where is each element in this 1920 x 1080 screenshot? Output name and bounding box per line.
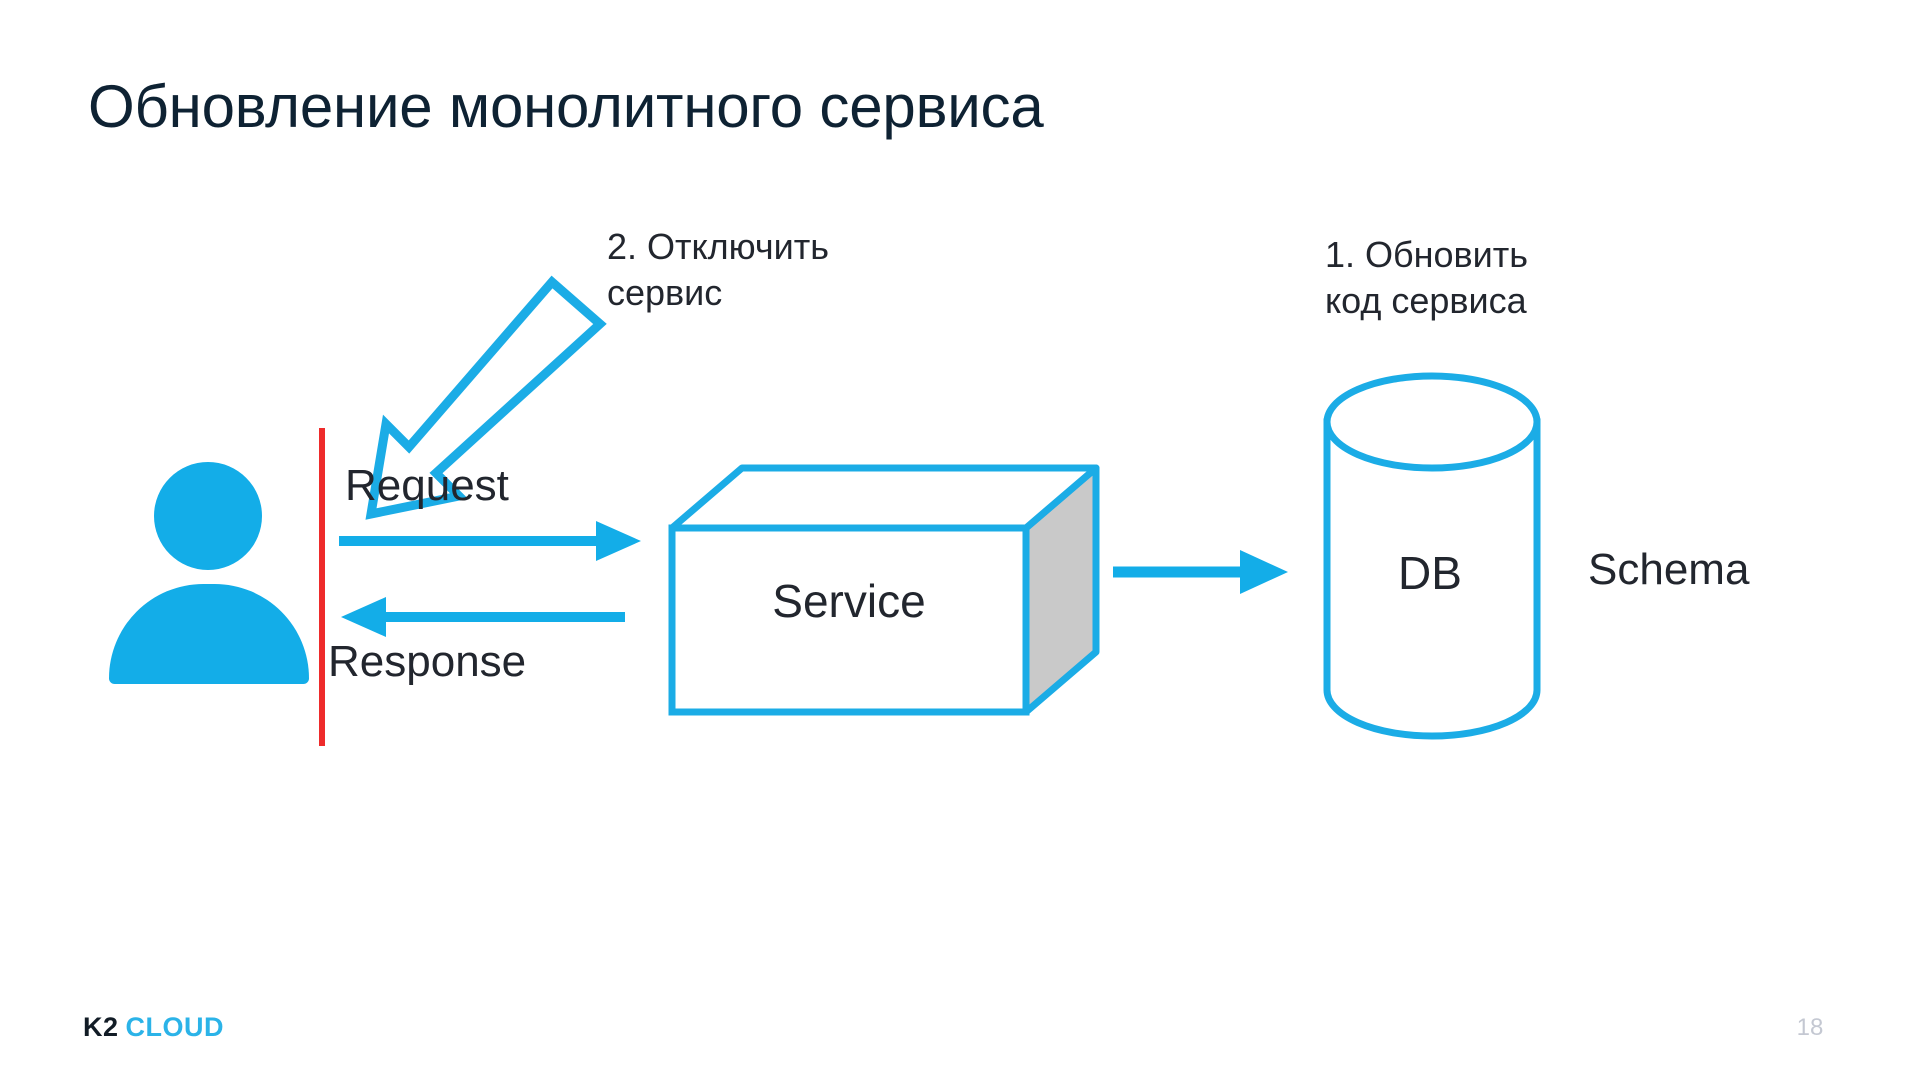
page-number: 18 bbox=[1796, 1014, 1824, 1041]
user-body-icon bbox=[109, 584, 309, 684]
logo-primary-text: K2 bbox=[83, 1012, 119, 1042]
service-node-label: Service bbox=[772, 575, 926, 627]
callout-disable-service: 2. Отключить сервис bbox=[607, 224, 997, 316]
callout-disable-line-1: 2. Отключить bbox=[607, 226, 829, 267]
callout-update-line-1: 1. Обновить bbox=[1325, 234, 1529, 275]
service-to-db-arrow-icon bbox=[1113, 550, 1288, 594]
page-title: Обновление монолитного сервиса bbox=[88, 73, 1044, 140]
response-arrow-icon bbox=[341, 597, 625, 637]
user-head-icon bbox=[154, 462, 262, 570]
request-arrow-icon bbox=[339, 521, 641, 561]
callout-disable-line-2: сервис bbox=[607, 272, 723, 314]
schema-annotation-label: Schema bbox=[1588, 545, 1750, 594]
user-actor-icon bbox=[104, 462, 312, 684]
response-edge-label: Response bbox=[328, 637, 527, 686]
request-edge-label: Request bbox=[345, 461, 509, 510]
logo-secondary-text: CLOUD bbox=[125, 1012, 225, 1042]
callout-update-line-2: код сервиса bbox=[1325, 280, 1527, 322]
service-boundary-line bbox=[319, 428, 325, 746]
callout-update-code: 1. Обновить код сервиса bbox=[1325, 232, 1725, 324]
db-node-label: DB bbox=[1398, 547, 1462, 599]
